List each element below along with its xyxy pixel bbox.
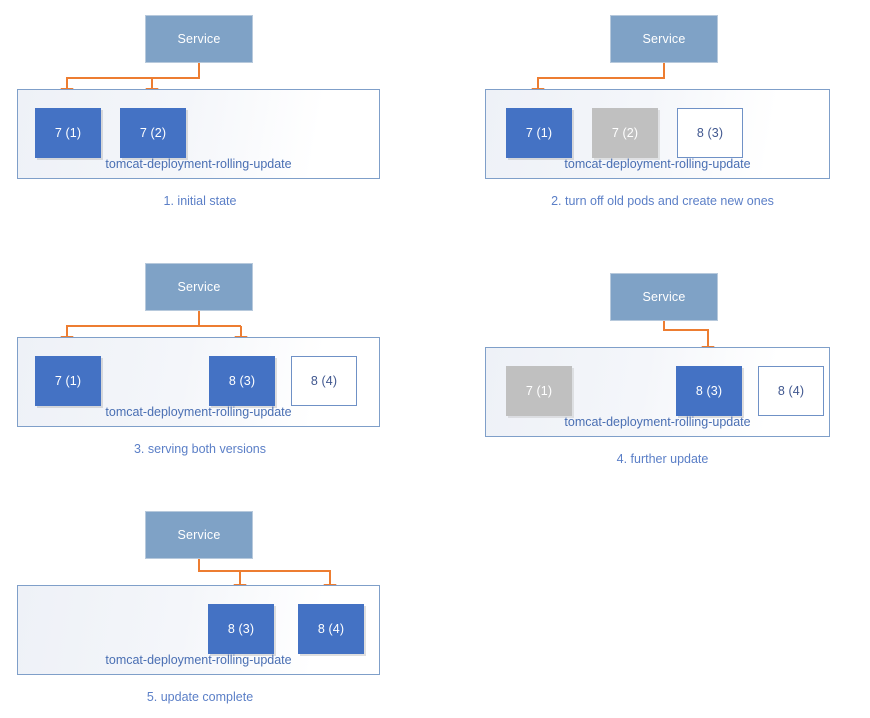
deployment-container: 7 (1) 7 (2) tomcat-deployment-rolling-up… xyxy=(17,89,380,179)
deployment-name-label: tomcat-deployment-rolling-update xyxy=(564,157,751,171)
deployment-container: 7 (1) 8 (3) 8 (4) tomcat-deployment-roll… xyxy=(17,337,380,427)
panel-3-caption: 3. serving both versions xyxy=(133,442,266,456)
deployment-name-label: tomcat-deployment-rolling-update xyxy=(105,405,292,419)
service-node[interactable]: Service xyxy=(145,511,253,559)
deployment-name-label: tomcat-deployment-rolling-update xyxy=(105,653,292,667)
pod-8-4[interactable]: 8 (4) xyxy=(298,604,364,654)
panel-5-update-complete: Service 8 (3) 8 (4) tomcat-deployment-ro… xyxy=(0,496,400,718)
panel-2-turn-off-old-pods: Service 7 (1) 7 (2) 8 (3) tomcat-deploym… xyxy=(455,0,870,220)
pod-8-3[interactable]: 8 (3) xyxy=(676,366,742,416)
panel-3-serving-both-versions: Service 7 (1) 8 (3) 8 (4) tomcat-deploym… xyxy=(0,248,400,463)
deployment-name-label: tomcat-deployment-rolling-update xyxy=(564,415,751,429)
pod-7-1[interactable]: 7 (1) xyxy=(35,356,101,406)
deployment-container: 8 (3) 8 (4) tomcat-deployment-rolling-up… xyxy=(17,585,380,675)
pod-7-1[interactable]: 7 (1) xyxy=(35,108,101,158)
service-node[interactable]: Service xyxy=(610,273,718,321)
pod-7-1[interactable]: 7 (1) xyxy=(506,366,572,416)
pod-7-2[interactable]: 7 (2) xyxy=(592,108,658,158)
pod-8-4[interactable]: 8 (4) xyxy=(291,356,357,406)
pod-7-2[interactable]: 7 (2) xyxy=(120,108,186,158)
pod-8-4[interactable]: 8 (4) xyxy=(758,366,824,416)
service-node[interactable]: Service xyxy=(610,15,718,63)
panel-4-further-update: Service 7 (1) 8 (3) 8 (4) tomcat-deploym… xyxy=(455,258,870,473)
deployment-name-label: tomcat-deployment-rolling-update xyxy=(105,157,292,171)
panel-2-caption: 2. turn off old pods and create new ones xyxy=(551,194,774,208)
service-node[interactable]: Service xyxy=(145,15,253,63)
deployment-container: 7 (1) 8 (3) 8 (4) tomcat-deployment-roll… xyxy=(485,347,830,437)
service-node[interactable]: Service xyxy=(145,263,253,311)
panel-5-caption: 5. update complete xyxy=(146,690,254,704)
panel-4-caption: 4. further update xyxy=(616,452,709,466)
pod-7-1[interactable]: 7 (1) xyxy=(506,108,572,158)
pod-8-3[interactable]: 8 (3) xyxy=(677,108,743,158)
panel-1-initial-state: Service 7 (1) 7 (2) tomcat-deployment-ro… xyxy=(0,0,400,220)
deployment-container: 7 (1) 7 (2) 8 (3) tomcat-deployment-roll… xyxy=(485,89,830,179)
pod-8-3[interactable]: 8 (3) xyxy=(209,356,275,406)
panel-1-caption: 1. initial state xyxy=(163,194,237,208)
pod-8-3[interactable]: 8 (3) xyxy=(208,604,274,654)
